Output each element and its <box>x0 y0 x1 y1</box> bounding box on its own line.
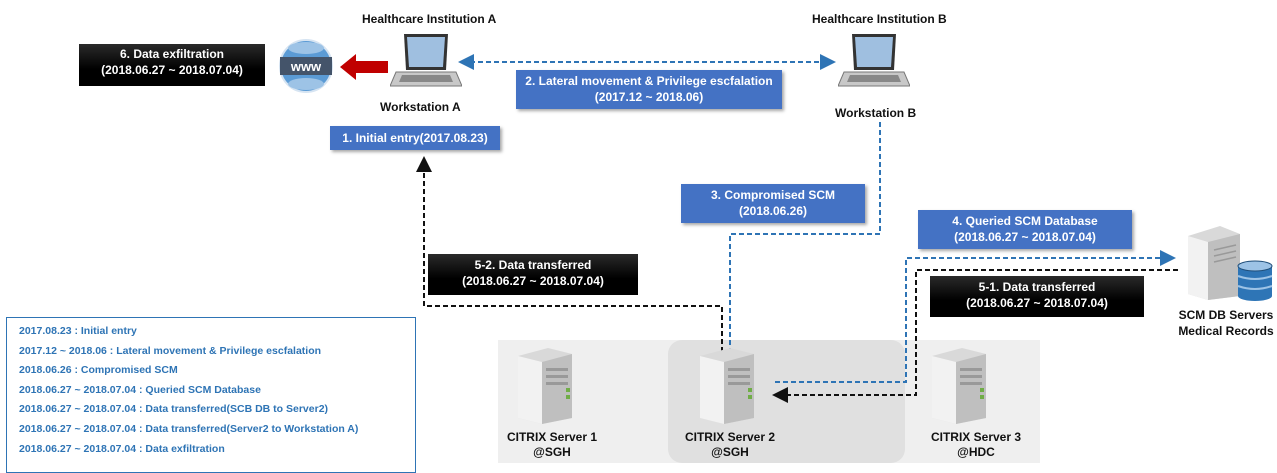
database-cylinder-icon <box>1237 260 1273 301</box>
server-1-site: @SGH <box>533 445 571 459</box>
query-path-line <box>775 250 1176 383</box>
step-4-queried-box: 4. Queried SCM Database (2018.06.27 ~ 20… <box>918 210 1132 249</box>
step-4-title: 4. Queried SCM Database <box>952 214 1098 228</box>
db-label-line2: Medical Records <box>1178 324 1274 338</box>
laptop-icon <box>837 32 911 92</box>
legend-item: 2018.06.27 ~ 2018.07.04 : Queried SCM Da… <box>19 383 261 396</box>
transfer-51-line <box>772 269 1178 403</box>
database-server-icon <box>1180 222 1275 302</box>
timeline-legend: 2017.08.23 : Initial entry 2017.12 ~ 201… <box>6 317 416 473</box>
server-tower-icon <box>924 346 996 424</box>
workstation-a-label: Workstation A <box>380 100 461 114</box>
legend-item: 2018.06.26 : Compromised SCM <box>19 364 178 377</box>
step-6-title: 6. Data exfiltration <box>119 47 225 61</box>
institution-a-title: Healthcare Institution A <box>362 12 497 26</box>
institution-b-title: Healthcare Institution B <box>812 12 947 26</box>
step-5-1-dates: (2018.06.27 ~ 2018.07.04) <box>966 296 1108 310</box>
step-5-2-dates: (2018.06.27 ~ 2018.07.04) <box>462 274 604 288</box>
db-label-line1: SCM DB Servers <box>1178 308 1274 322</box>
step-4-dates: (2018.06.27 ~ 2018.07.04) <box>954 230 1096 244</box>
step-1-initial-entry-box: 1. Initial entry(2017.08.23) <box>330 126 500 150</box>
step-3-title: 3. Compromised SCM <box>710 188 836 202</box>
step-2-title: 2. Lateral movement & Privilege escfalat… <box>525 74 773 88</box>
step-3-compromised-box: 3. Compromised SCM (2018.06.26) <box>681 184 865 223</box>
legend-item: 2018.06.27 ~ 2018.07.04 : Data exfiltrat… <box>19 442 225 455</box>
server-2-site: @SGH <box>711 445 749 459</box>
step-5-1-title: 5-1. Data transferred <box>978 280 1096 294</box>
globe-label: www <box>290 59 322 74</box>
legend-item: 2018.06.27 ~ 2018.07.04 : Data transferr… <box>19 403 329 416</box>
step-6-dates: (2018.06.27 ~ 2018.07.04) <box>101 63 243 77</box>
server-tower-icon <box>692 346 764 424</box>
legend-item: 2018.06.27 ~ 2018.07.04 : Data transferr… <box>19 422 359 435</box>
server-2-name: CITRIX Server 2 <box>684 430 776 444</box>
connector-lines <box>416 54 1178 403</box>
legend-item: 2017.08.23 : Initial entry <box>19 325 137 337</box>
step-2-dates: (2017.12 ~ 2018.06) <box>594 90 704 104</box>
transfer-52-line <box>416 156 723 368</box>
workstation-b-label: Workstation B <box>835 106 917 120</box>
step-2-lateral-box: 2. Lateral movement & Privilege escfalat… <box>516 70 782 109</box>
server-1-name: CITRIX Server 1 <box>506 430 598 444</box>
step-1-label: 1. Initial entry(2017.08.23) <box>342 131 488 145</box>
step-5-1-transfer-box: 5-1. Data transferred (2018.06.27 ~ 2018… <box>930 276 1144 317</box>
step-5-2-transfer-box: 5-2. Data transferred (2018.06.27 ~ 2018… <box>428 254 638 295</box>
globe-www-icon: www <box>278 38 334 94</box>
step-6-exfiltration-box: 6. Data exfiltration (2018.06.27 ~ 2018.… <box>79 44 265 86</box>
server-tower-icon <box>510 346 582 424</box>
step-3-dates: (2018.06.26) <box>738 204 808 218</box>
red-left-arrow-icon <box>340 54 388 80</box>
legend-item: 2017.12 ~ 2018.06 : Lateral movement & P… <box>19 344 322 357</box>
server-3-name: CITRIX Server 3 <box>930 430 1022 444</box>
step-5-2-title: 5-2. Data transferred <box>474 258 592 272</box>
server-3-site: @HDC <box>957 445 995 459</box>
laptop-icon <box>389 32 463 92</box>
compromise-path-line <box>722 122 881 374</box>
